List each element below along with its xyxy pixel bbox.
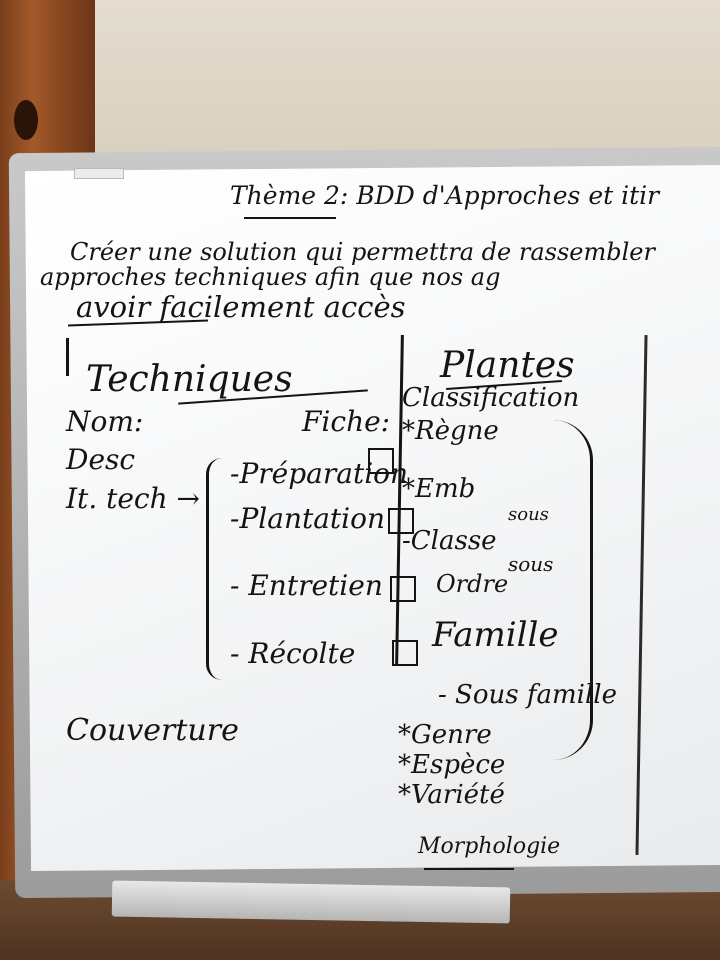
plant-classe: -Classe bbox=[402, 526, 497, 556]
checkbox-icon bbox=[392, 640, 418, 666]
board-label-sticker bbox=[74, 168, 124, 179]
marker-tray bbox=[111, 880, 511, 924]
board-text-line-1: Créer une solution qui permettra de rass… bbox=[70, 238, 655, 266]
plant-regne: *Règne bbox=[402, 416, 499, 446]
board-text-line-3: avoir facilement accès bbox=[76, 290, 406, 324]
wood-knot bbox=[14, 100, 38, 140]
plant-morphologie: Morphologie bbox=[418, 834, 561, 859]
plant-sous-classe: sous bbox=[508, 504, 549, 525]
field-desc: Desc bbox=[66, 443, 136, 476]
morphologie-underline bbox=[424, 868, 514, 870]
title-underline bbox=[244, 217, 336, 219]
step-entretien: - Entretien bbox=[230, 569, 383, 602]
couverture-label: Couverture bbox=[66, 713, 239, 748]
plantes-heading: Plantes bbox=[440, 345, 575, 386]
wall bbox=[0, 0, 720, 165]
plant-genre: *Genre bbox=[398, 720, 492, 750]
checkbox-icon bbox=[390, 576, 416, 602]
field-nom: Nom: bbox=[66, 405, 144, 438]
plant-classification: Classification bbox=[402, 383, 580, 413]
plant-sous-famille: - Sous famille bbox=[438, 680, 617, 710]
plant-sous-ordre: sous bbox=[508, 552, 554, 576]
board-title: Thème 2: BDD d'Approches et itir bbox=[230, 181, 660, 210]
plant-variete: *Variété bbox=[398, 780, 505, 810]
checkbox-icon bbox=[368, 448, 394, 474]
step-plantation: -Plantation bbox=[230, 502, 386, 535]
step-recolte: - Récolte bbox=[230, 637, 356, 670]
plant-embranchement: *Emb bbox=[402, 474, 476, 504]
techniques-heading: Techniques bbox=[86, 359, 293, 400]
checkbox-icon bbox=[388, 508, 414, 534]
plant-ordre: Ordre bbox=[436, 570, 509, 598]
field-it-tech: It. tech → bbox=[66, 482, 201, 515]
hierarchy-curve bbox=[540, 420, 593, 760]
field-fiche: Fiche: bbox=[302, 405, 391, 438]
board-text-line-2: approches techniques afin que nos ag bbox=[40, 263, 501, 291]
plant-famille: Famille bbox=[432, 615, 559, 655]
tech-heading-bar bbox=[66, 338, 69, 376]
steps-brace bbox=[206, 458, 229, 680]
plant-espece: *Espèce bbox=[398, 750, 506, 780]
